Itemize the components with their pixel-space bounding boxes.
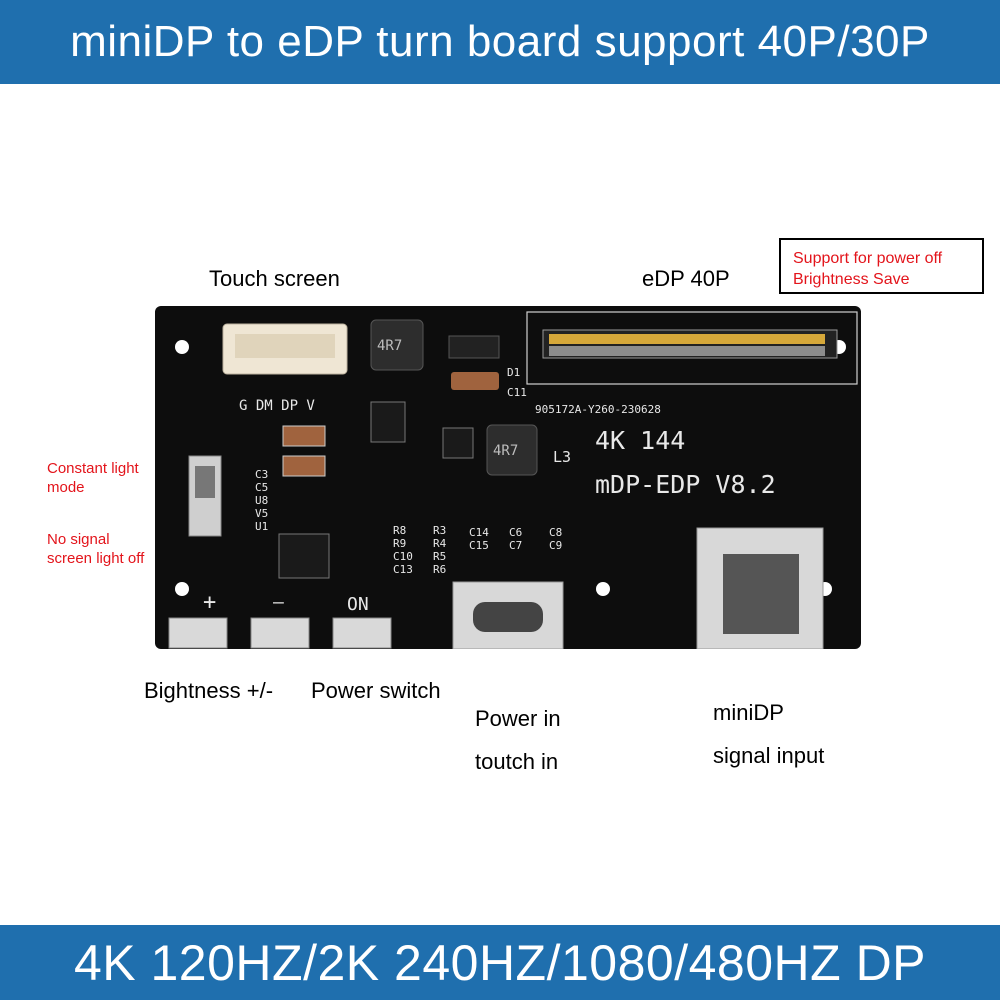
model-line2: mDP-EDP V8.2 xyxy=(595,470,776,499)
capacitor-2 xyxy=(282,455,326,477)
no-signal-line2: screen light off xyxy=(47,550,145,567)
part-code: 905172A-Y260-230628 xyxy=(535,403,661,416)
capacitor-c11 xyxy=(451,372,499,390)
no-signal-line1: No signal xyxy=(47,531,110,548)
button-on xyxy=(332,617,392,649)
constant-light-label: Constant light mode xyxy=(47,459,139,497)
inductor-top xyxy=(370,319,424,371)
banner-title: miniDP to eDP turn board support 40P/30P xyxy=(70,17,930,66)
edp-connector-gold xyxy=(549,334,825,344)
minidp-label-line2: signal input xyxy=(713,743,825,768)
model-line1: 4K 144 xyxy=(595,426,686,455)
power-switch-label: Power switch xyxy=(311,678,441,703)
inductor-mark: 4R7 xyxy=(377,338,403,354)
constant-light-line1: Constant light xyxy=(47,460,139,477)
touch-screen-label: Touch screen xyxy=(209,266,340,291)
mounting-hole xyxy=(175,340,189,354)
bottom-banner: 4K 120HZ/2K 240HZ/1080/480HZ DP xyxy=(0,925,1000,1000)
power-in-label-line2: toutch in xyxy=(475,749,559,774)
pcb-artwork xyxy=(168,311,858,649)
constant-light-line2: mode xyxy=(47,479,85,496)
inductor-l3 xyxy=(486,424,538,476)
pcb-board: G DM DP V 4R7 4R7 D1 C11 L3 905172A-Y260… xyxy=(155,306,861,649)
edp-40p-label: eDP 40P xyxy=(642,266,730,291)
power-in-label-line1: Power in xyxy=(475,706,561,731)
mounting-hole xyxy=(175,582,189,596)
c11-label: C11 xyxy=(507,386,527,399)
button-minus xyxy=(250,617,310,649)
minidp-label-line1: miniDP xyxy=(713,700,784,725)
banner-footer-title: 4K 120HZ/2K 240HZ/1080/480HZ DP xyxy=(73,934,927,991)
touch-pin-labels: G DM DP V xyxy=(239,398,315,414)
edp-connector-pins xyxy=(549,346,825,356)
l3-label: L3 xyxy=(553,448,572,466)
minidp-opening xyxy=(723,554,799,634)
usb-c-opening xyxy=(473,602,543,632)
button-minus-label: — xyxy=(273,592,284,613)
ic-chip-small xyxy=(370,401,406,443)
slide-switch-knob xyxy=(195,466,215,498)
top-banner: miniDP to eDP turn board support 40P/30P xyxy=(0,0,1000,84)
power-off-note: Support for power off Brightness Save xyxy=(779,238,984,294)
capacitor-1 xyxy=(282,425,326,447)
button-plus xyxy=(168,617,228,649)
no-signal-label: No signal screen light off xyxy=(47,530,144,568)
ic-chip-small-2 xyxy=(442,427,474,459)
button-on-label: ON xyxy=(347,594,369,615)
mounting-hole xyxy=(596,582,610,596)
edp-outline xyxy=(526,311,858,385)
brightness-label: Bightness +/- xyxy=(144,678,274,703)
power-off-note-line1: Support for power off xyxy=(793,250,943,267)
touch-connector-inner xyxy=(235,334,335,358)
power-off-note-line2: Brightness Save xyxy=(793,271,910,288)
diode-d1 xyxy=(448,335,500,359)
ic-chip-large xyxy=(278,533,330,579)
button-plus-label: + xyxy=(203,590,217,615)
d1-label: D1 xyxy=(507,366,521,379)
inductor-mark-l3: 4R7 xyxy=(493,443,519,459)
